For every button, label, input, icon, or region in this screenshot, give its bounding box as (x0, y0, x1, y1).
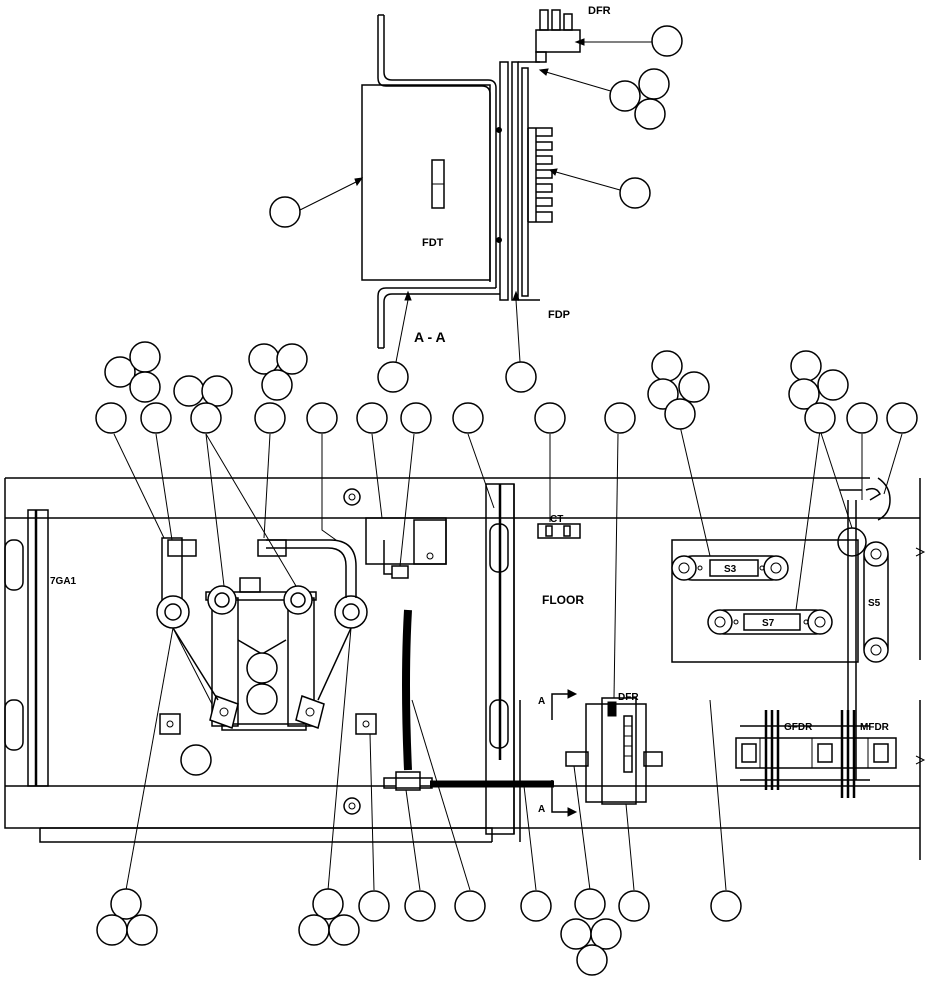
callout-balloon (276, 343, 308, 375)
fdt-bracket-bottom (377, 287, 496, 348)
label-floor: FLOOR (542, 593, 584, 607)
switch-frame (671, 539, 859, 663)
left-bus-assembly (156, 537, 377, 735)
callout-balloon (576, 944, 608, 976)
callout-balloon (95, 402, 127, 434)
callout-balloon (358, 890, 390, 922)
callout-balloon (254, 402, 286, 434)
callout-balloon (560, 918, 592, 950)
callout-balloon (400, 402, 432, 434)
label-gfdr: GFDR (784, 722, 813, 733)
callout-balloon (377, 361, 409, 393)
callout-balloon (312, 888, 344, 920)
gfdr-mfdr-assembly (735, 710, 897, 798)
fdp-terminal-comb (527, 127, 553, 223)
callout-balloon (846, 402, 878, 434)
callout-balloon (261, 369, 293, 401)
label-section-a-a: A - A (414, 329, 446, 345)
callout-balloon (129, 371, 161, 403)
callout-balloon (269, 196, 301, 228)
callout-balloon (710, 890, 742, 922)
callout-balloon (104, 356, 136, 388)
callout-balloon (817, 369, 849, 401)
switch-s5 (863, 541, 889, 663)
callout-balloon (404, 890, 436, 922)
callout-balloon (609, 80, 641, 112)
callout-balloon (452, 402, 484, 434)
air-hose (402, 609, 412, 771)
callout-balloon (129, 341, 161, 373)
callout-balloon (201, 375, 233, 407)
callout-balloon (590, 918, 622, 950)
label-s5: S5 (868, 598, 881, 609)
switch-s3 (671, 555, 789, 581)
label-s7: S7 (762, 618, 775, 629)
callout-balloon (788, 378, 820, 410)
label-ct: CT (550, 514, 563, 525)
callout-balloon (618, 890, 650, 922)
dfr-relay-bottom (565, 697, 663, 805)
label-a-lower: A (538, 804, 545, 815)
callout-balloons (95, 25, 918, 976)
label-mfdr: MFDR (860, 722, 890, 733)
callout-balloon (651, 25, 683, 57)
middle-door (485, 483, 521, 842)
label-7ga1: 7GA1 (50, 576, 77, 587)
fdt-bracket-top (377, 15, 491, 282)
callout-balloon (520, 890, 552, 922)
left-door-7ga1 (4, 509, 49, 787)
ct-device (537, 523, 581, 539)
callout-balloon (638, 68, 670, 100)
callout-balloon (298, 914, 330, 946)
label-a-upper: A (538, 696, 545, 707)
callout-balloon (180, 744, 212, 776)
label-fdp: FDP (548, 309, 570, 321)
callout-balloon (246, 683, 278, 715)
callout-balloon (678, 371, 710, 403)
callout-balloon (246, 652, 278, 684)
callout-balloon (651, 350, 683, 382)
label-dfr-bottom: DFR (618, 692, 639, 703)
dfr-relay-top (535, 9, 581, 63)
callout-balloon (96, 914, 128, 946)
callout-balloon (604, 402, 636, 434)
callout-balloon (634, 98, 666, 130)
section-a-a: DFR FDT FDP A - A (361, 5, 611, 349)
callout-balloon (356, 402, 388, 434)
callout-balloon (619, 177, 651, 209)
callout-balloon (126, 914, 158, 946)
callout-balloon (328, 914, 360, 946)
floor-view: 7GA1 (4, 477, 926, 860)
fdt-box (361, 84, 491, 281)
callout-balloon (804, 402, 836, 434)
callout-balloon (534, 402, 566, 434)
callout-balloon (886, 402, 918, 434)
center-contactor (365, 517, 447, 579)
leader-lines (113, 38, 903, 891)
label-dfr-top: DFR (588, 5, 611, 17)
label-fdt: FDT (422, 237, 444, 249)
callout-balloon (505, 361, 537, 393)
callout-balloon (664, 398, 696, 430)
callout-balloon (173, 375, 205, 407)
callout-balloon (790, 350, 822, 382)
callout-balloon (574, 888, 606, 920)
ring-connector (837, 527, 867, 557)
callout-balloon (110, 888, 142, 920)
callout-balloon (190, 402, 222, 434)
callout-balloon (454, 890, 486, 922)
callout-balloon (306, 402, 338, 434)
fdp-panel (499, 61, 509, 301)
switch-s7 (707, 609, 833, 635)
callout-balloon (140, 402, 172, 434)
label-s3: S3 (724, 564, 737, 575)
